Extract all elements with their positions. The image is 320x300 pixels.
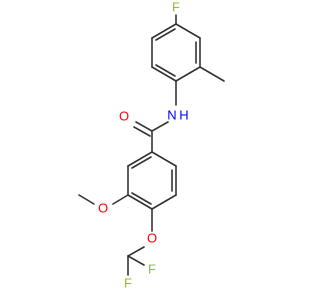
bond (78, 194, 95, 205)
bond (127, 246, 145, 257)
fluorine-atom-label: F (172, 0, 180, 14)
bond (151, 194, 177, 210)
bond-lines (78, 14, 225, 276)
methoxy-oxygen-label: O (98, 200, 108, 215)
bond (175, 66, 201, 82)
fluorine-atom-label: F (124, 275, 132, 290)
structure-canvas: F N H O O O F F (78, 0, 225, 290)
bond (131, 192, 152, 205)
molecule-structure-diagram: F N H O O O F F (78, 0, 225, 290)
bond (155, 28, 176, 41)
ether-oxygen-label: O (147, 230, 157, 245)
bond (127, 255, 145, 266)
carbonyl-oxygen-label: O (119, 108, 129, 123)
bond (127, 194, 153, 210)
bond (131, 156, 152, 169)
bond (151, 66, 177, 82)
bond (151, 121, 169, 132)
nitrogen-atom-label: N H (167, 107, 188, 122)
bond (155, 64, 176, 77)
bond (133, 126, 151, 137)
bond (175, 23, 201, 39)
atom-labels: F N H O O O F F (98, 0, 189, 290)
bond (127, 151, 153, 167)
bond (151, 23, 177, 39)
bond (151, 151, 177, 167)
fluorine-atom-label: F (148, 261, 156, 276)
bond (112, 194, 129, 205)
bond (199, 66, 225, 82)
bond (135, 121, 153, 132)
